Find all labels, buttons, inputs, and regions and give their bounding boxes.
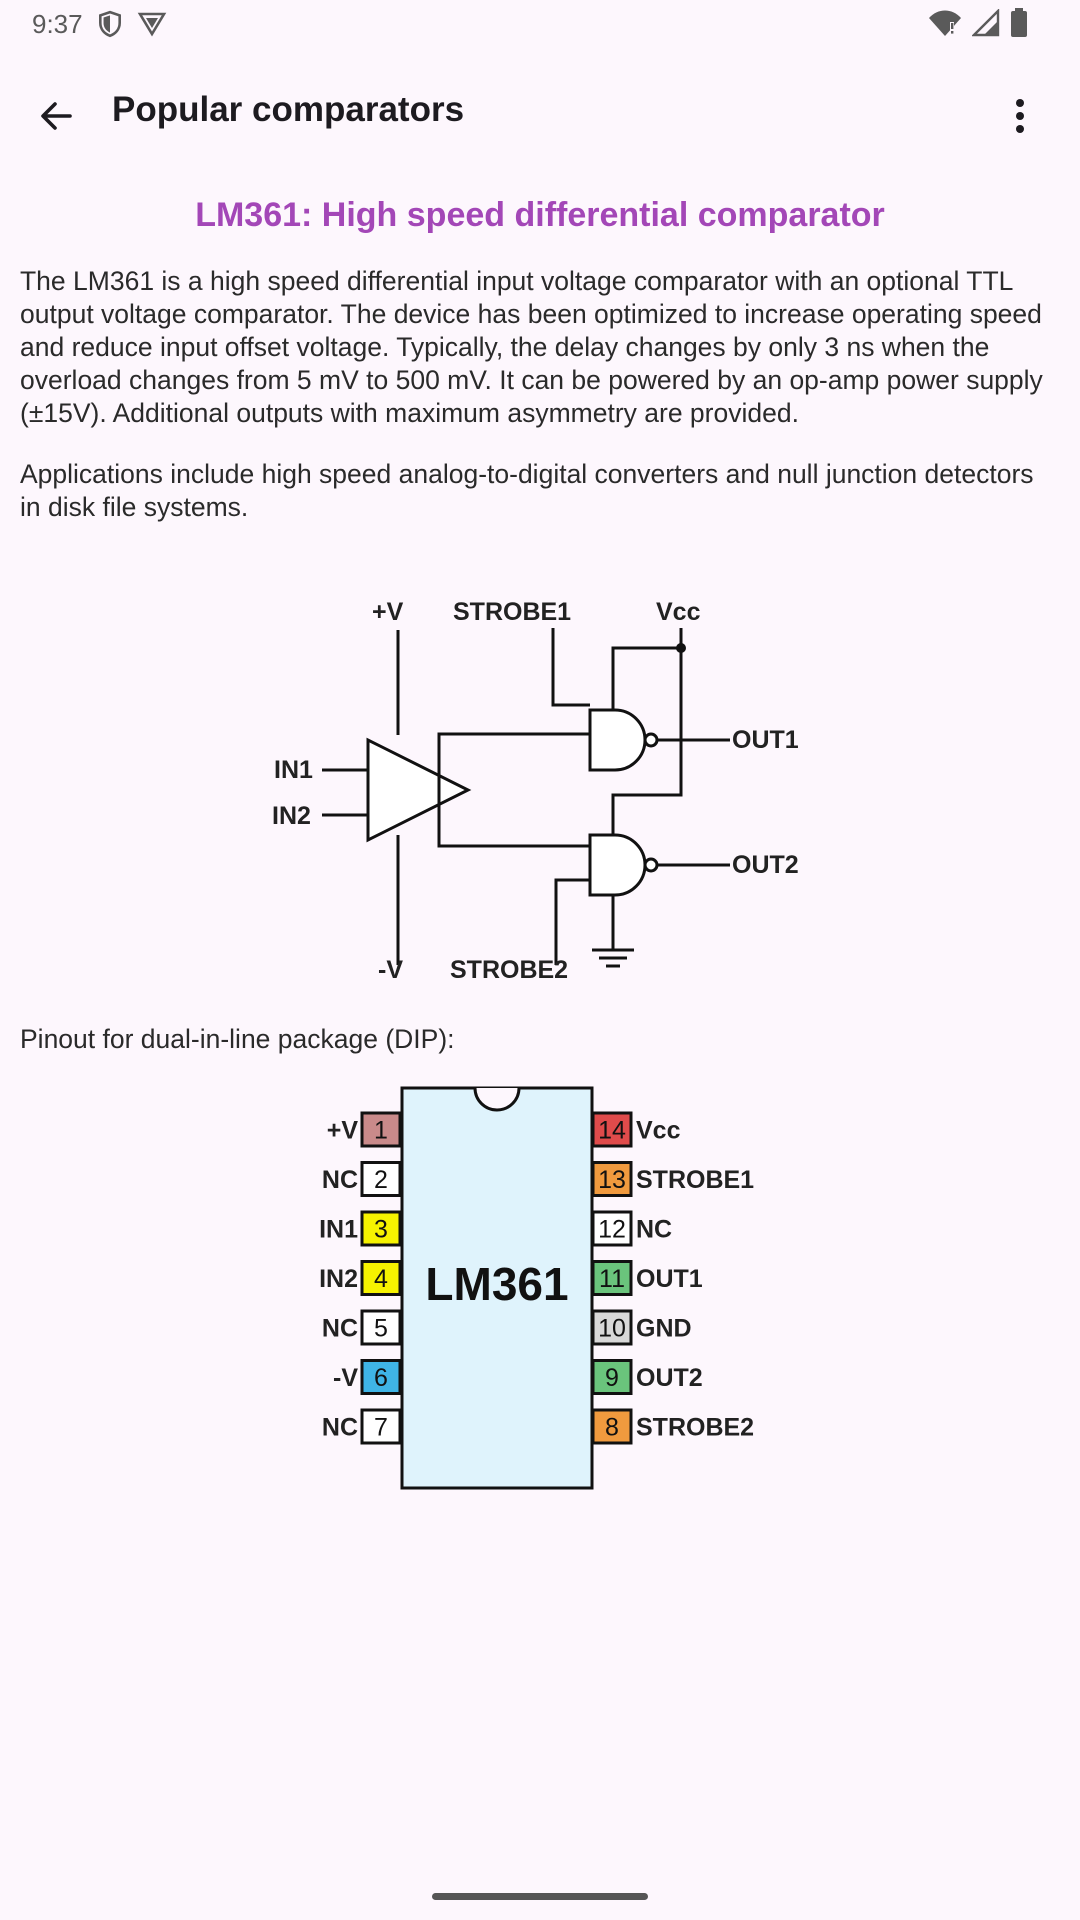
label-out1: OUT1 [732, 726, 799, 754]
comparator-schematic: +V STROBE1 Vcc OUT1 OUT2 IN1 IN2 -V STRO… [272, 598, 799, 984]
pin-12-number: 12 [598, 1216, 626, 1244]
more-vert-icon [1016, 99, 1024, 133]
pin-3-box [360, 1210, 402, 1247]
article-heading: LM361: High speed differential comparato… [195, 196, 885, 234]
pin-9-label: OUT2 [636, 1364, 703, 1392]
battery-icon [1011, 8, 1027, 37]
pin-10-number: 10 [598, 1315, 626, 1343]
pin-14-box [591, 1111, 633, 1148]
pin-12-box [591, 1210, 633, 1247]
pin-2-number: 2 [374, 1166, 388, 1194]
label-strobe2: STROBE2 [450, 956, 568, 984]
pinout-label: Pinout for dual-in-line package (DIP): [20, 1024, 455, 1054]
pin-10-label: GND [636, 1315, 692, 1343]
app-bar-title: Popular comparators [112, 90, 465, 129]
shield-icon [98, 10, 121, 38]
label-plus-v: +V [372, 598, 404, 626]
pin-4-label: IN2 [319, 1265, 358, 1293]
pin-1-label: +V [327, 1117, 359, 1145]
pin-13-box [591, 1161, 633, 1197]
pin-4-box [360, 1260, 402, 1296]
vpn-badge-icon [137, 12, 166, 37]
pin-3-number: 3 [374, 1216, 388, 1244]
status-bar: 9:37 [0, 0, 1080, 48]
pin-9-box [591, 1359, 633, 1395]
pin-11-number: 11 [599, 1265, 625, 1293]
description-paragraph: The LM361 is a high speed differential i… [20, 266, 1043, 428]
pin-6-number: 6 [374, 1364, 388, 1392]
label-strobe1: STROBE1 [453, 598, 571, 626]
article-content: LM361: High speed differential comparato… [20, 196, 1060, 552]
label-vcc: Vcc [656, 598, 701, 626]
back-button[interactable] [24, 84, 88, 148]
pin-6-label: -V [333, 1364, 358, 1392]
app-bar: Popular comparators [0, 64, 1080, 160]
pin-7-number: 7 [374, 1414, 388, 1442]
chip-label: LM361 [425, 1258, 568, 1310]
pin-5-box [360, 1309, 402, 1346]
pin-8-number: 8 [605, 1414, 619, 1442]
label-in1: IN1 [274, 756, 313, 784]
arrow-back-icon [41, 102, 72, 130]
pin-13-label: STROBE1 [636, 1166, 754, 1194]
pin-11-label: OUT1 [636, 1265, 703, 1293]
signal-icon [972, 9, 1000, 37]
pin-2-label: NC [322, 1166, 358, 1194]
pin-14-number: 14 [598, 1117, 626, 1145]
pin-1-box [360, 1111, 402, 1148]
pin-7-label: NC [322, 1414, 358, 1442]
pin-11-box [591, 1260, 633, 1296]
more-options-button[interactable] [992, 84, 1048, 148]
pin-1-number: 1 [374, 1117, 388, 1145]
label-out2: OUT2 [732, 851, 799, 879]
pin-13-number: 13 [598, 1166, 626, 1194]
pin-9-number: 9 [605, 1364, 619, 1392]
pin-3-label: IN1 [319, 1216, 358, 1244]
pin-4-number: 4 [374, 1265, 388, 1293]
pin-6-box [360, 1359, 402, 1395]
status-time: 9:37 [32, 8, 83, 39]
pin-8-label: STROBE2 [636, 1414, 754, 1442]
pin-14-label: Vcc [636, 1117, 681, 1145]
pin-5-label: NC [322, 1315, 358, 1343]
label-in2: IN2 [272, 802, 311, 830]
home-indicator[interactable] [432, 1893, 648, 1900]
pin-5-number: 5 [374, 1315, 388, 1343]
wifi-icon [929, 10, 961, 36]
pin-7-box [360, 1408, 402, 1445]
pin-8-box [591, 1408, 633, 1445]
pin-2-box [360, 1161, 402, 1197]
pin-10-box [591, 1309, 633, 1346]
label-minus-v: -V [378, 956, 403, 984]
pin-12-label: NC [636, 1216, 672, 1244]
applications-paragraph: Applications include high speed analog-t… [20, 459, 1034, 522]
